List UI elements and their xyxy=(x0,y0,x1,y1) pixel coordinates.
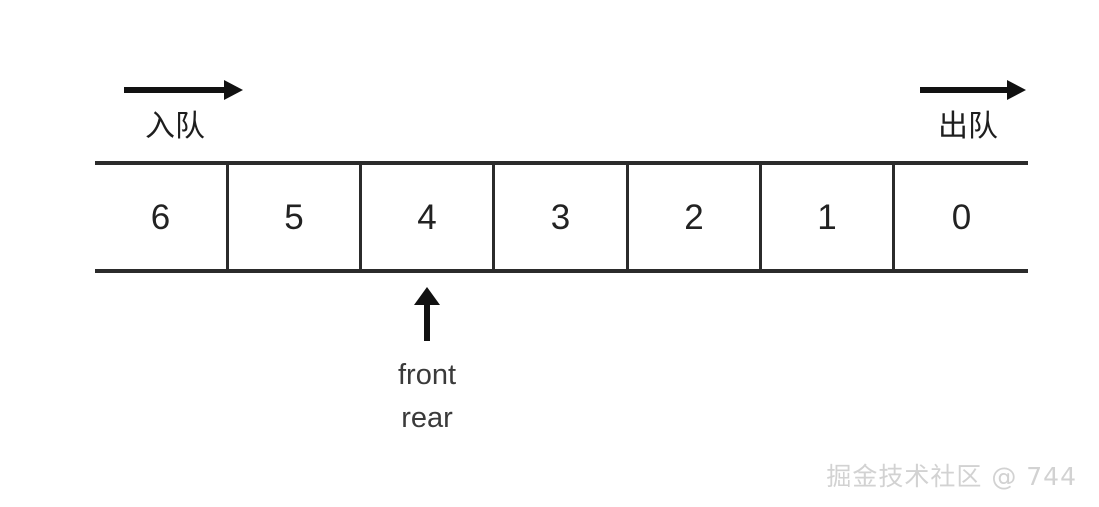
front-rear-pointer-arrow-icon xyxy=(414,287,440,341)
queue-cell-value: 3 xyxy=(550,197,571,237)
queue-cell-divider xyxy=(892,163,895,271)
dequeue-label: 出队 xyxy=(938,109,998,144)
dequeue-arrow-shaft xyxy=(920,87,1007,93)
queue-cell-value: 0 xyxy=(951,197,972,237)
queue-bottom-rail xyxy=(95,269,1028,273)
queue-cell-value: 1 xyxy=(817,197,837,237)
queue-cell-value: 6 xyxy=(150,197,171,237)
pointer-arrow-shaft xyxy=(424,301,430,341)
watermark: 掘金技术社区 @ 744 xyxy=(826,462,1077,491)
pointer-arrow-head xyxy=(414,287,440,305)
queue-cell-divider xyxy=(626,163,629,271)
queue-cell-divider xyxy=(492,163,495,271)
queue-cell-value: 4 xyxy=(417,197,437,237)
queue-cell[interactable]: 5 xyxy=(229,163,359,271)
queue-cell[interactable]: 2 xyxy=(629,163,759,271)
rear-pointer-label: rear xyxy=(401,402,453,434)
queue-cell-divider xyxy=(759,163,762,271)
queue-cell[interactable]: 6 xyxy=(95,163,226,271)
enqueue-arrow-shaft xyxy=(124,87,224,93)
queue-top-rail xyxy=(95,161,1028,165)
dequeue-arrow-icon xyxy=(920,80,1026,100)
queue-cell-divider xyxy=(359,163,362,271)
enqueue-arrow-icon xyxy=(124,80,243,100)
queue-cell[interactable]: 1 xyxy=(762,163,892,271)
queue-cell[interactable]: 3 xyxy=(495,163,626,271)
queue-cell-divider xyxy=(226,163,229,271)
queue-cell[interactable]: 0 xyxy=(895,163,1028,271)
queue-cell-value: 2 xyxy=(684,197,704,237)
enqueue-arrow-head xyxy=(224,80,243,100)
queue-cell[interactable]: 4 xyxy=(362,163,492,271)
dequeue-arrow-head xyxy=(1007,80,1026,100)
enqueue-label: 入队 xyxy=(145,109,205,144)
front-pointer-label: front xyxy=(397,359,457,391)
queue-cell-value: 5 xyxy=(284,197,304,237)
